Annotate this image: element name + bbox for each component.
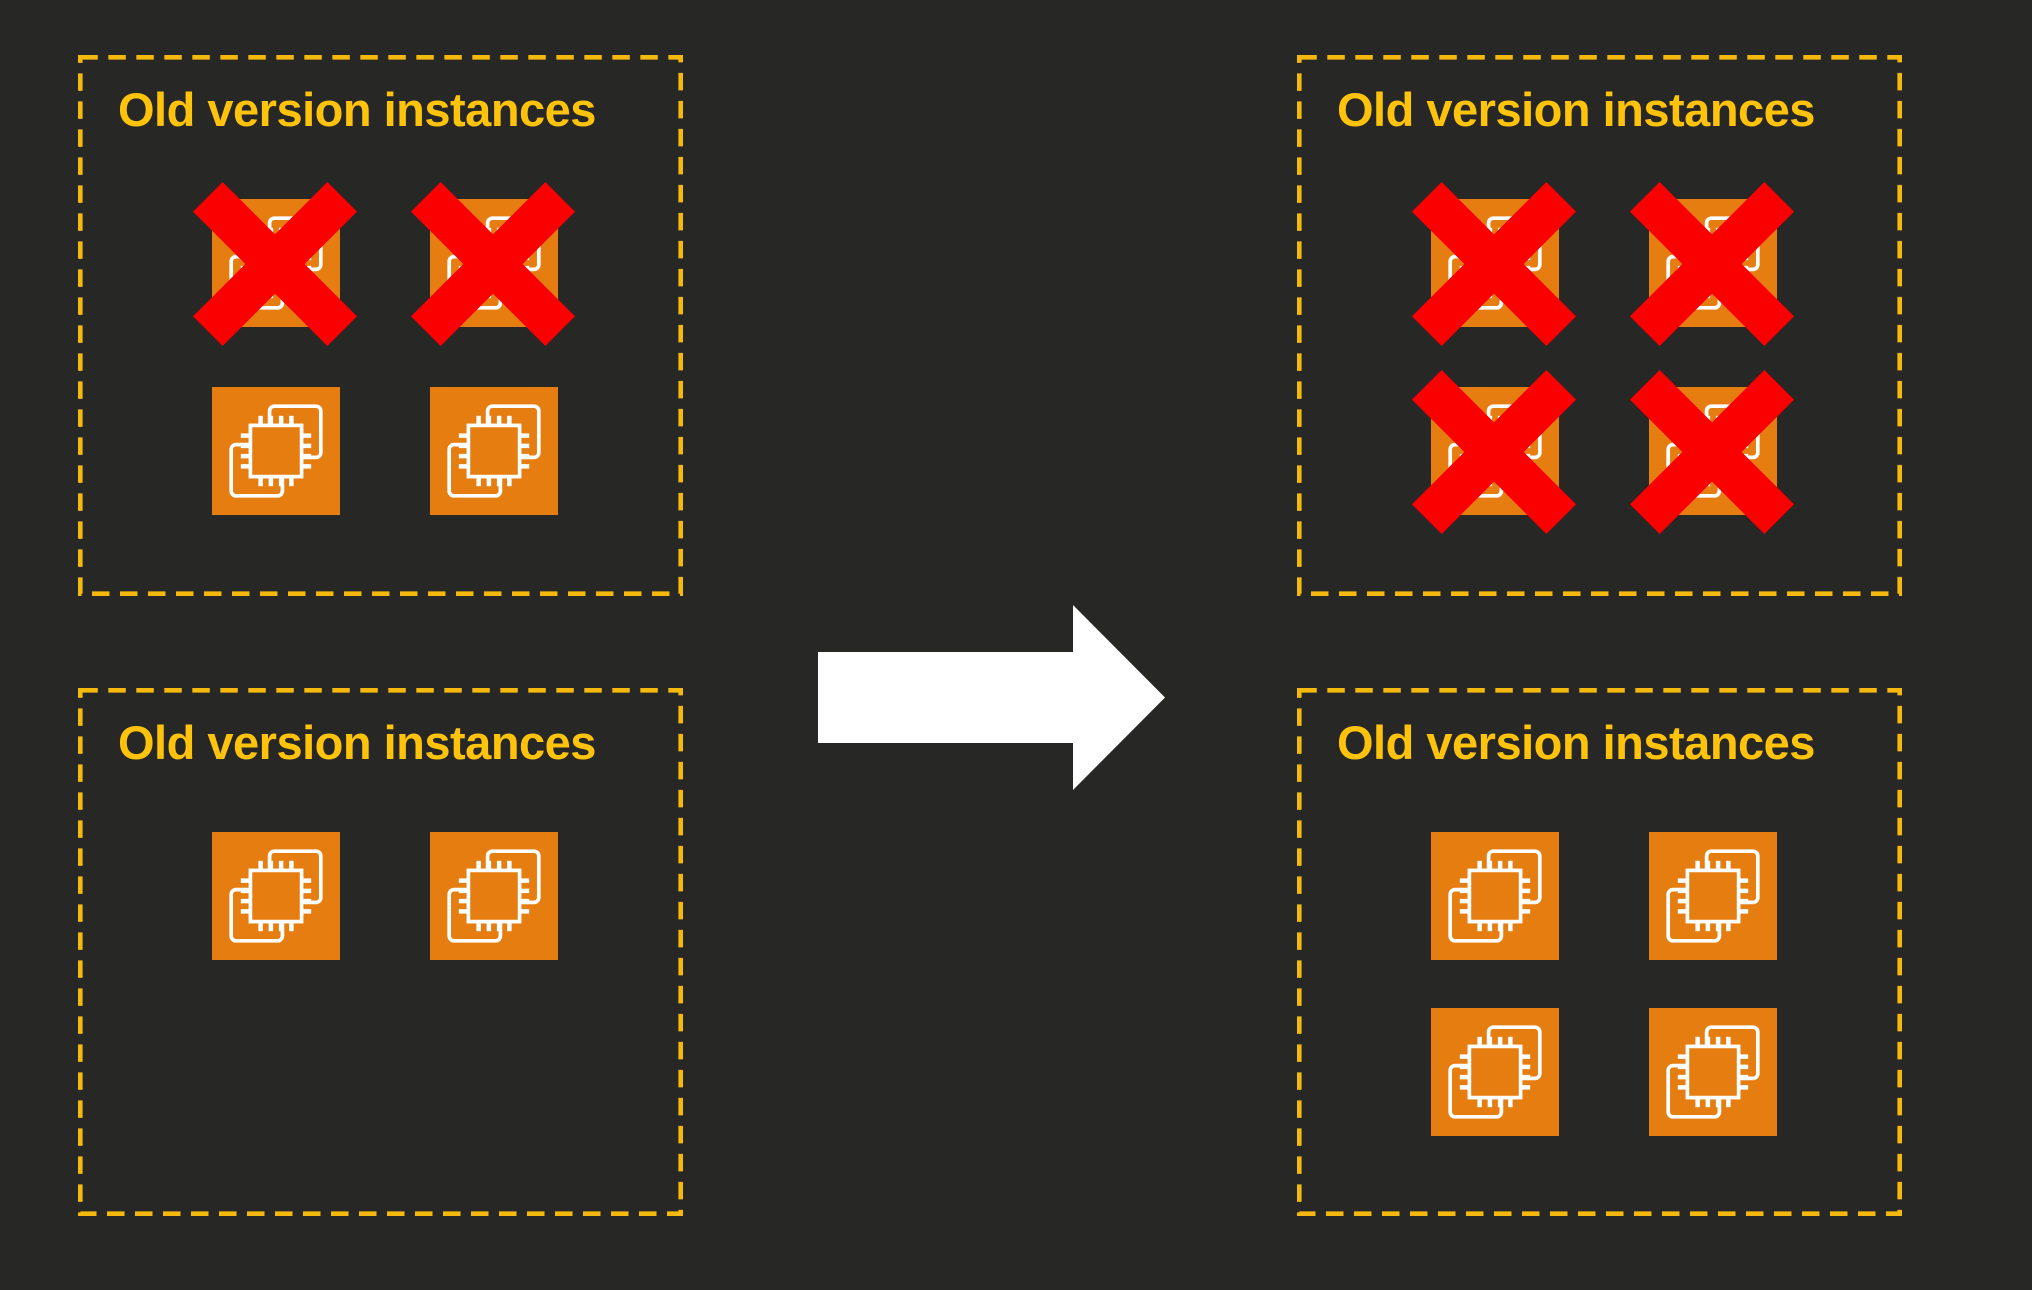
ec2-instance-icon (212, 387, 340, 515)
group-box-top-left: Old version instances (78, 55, 683, 596)
instance-grid (1431, 832, 1777, 1136)
red-x-icon (410, 181, 576, 347)
ec2-instance-icon (192, 181, 358, 347)
ec2-instance-icon (1411, 369, 1577, 535)
ec2-instance-icon (1649, 832, 1777, 960)
ec2-instance-icon (430, 387, 558, 515)
group-box-bottom-right: Old version instances (1297, 688, 1902, 1216)
chip-icon (1431, 832, 1559, 960)
ec2-instance-icon (1629, 181, 1795, 347)
instance-grid (192, 181, 576, 515)
ec2-instance-icon (1431, 832, 1559, 960)
group-title: Old version instances (1337, 83, 1815, 136)
ec2-instance-icon (212, 832, 340, 960)
red-x-icon (1629, 181, 1795, 347)
ec2-instance-icon (410, 181, 576, 347)
chip-icon (1431, 1008, 1559, 1136)
red-x-icon (1411, 181, 1577, 347)
group-box-top-right: Old version instances (1297, 55, 1902, 596)
ec2-instance-icon (1411, 181, 1577, 347)
red-x-icon (192, 181, 358, 347)
instance-grid (1411, 181, 1795, 535)
chip-icon (430, 832, 558, 960)
transition-arrow-icon (818, 605, 1165, 790)
ec2-instance-icon (1629, 369, 1795, 535)
ec2-instance-icon (1649, 1008, 1777, 1136)
instance-grid (212, 832, 558, 960)
group-title: Old version instances (118, 716, 596, 769)
chip-icon (212, 832, 340, 960)
chip-icon (430, 387, 558, 515)
group-title: Old version instances (1337, 716, 1815, 769)
group-title: Old version instances (118, 83, 596, 136)
red-x-icon (1629, 369, 1795, 535)
group-box-bottom-left: Old version instances (78, 688, 683, 1216)
dashed-border (1297, 55, 1902, 596)
chip-icon (212, 387, 340, 515)
chip-icon (1649, 1008, 1777, 1136)
ec2-instance-icon (430, 832, 558, 960)
red-x-icon (1411, 369, 1577, 535)
chip-icon (1649, 832, 1777, 960)
dashed-border (78, 55, 683, 596)
ec2-instance-icon (1431, 1008, 1559, 1136)
